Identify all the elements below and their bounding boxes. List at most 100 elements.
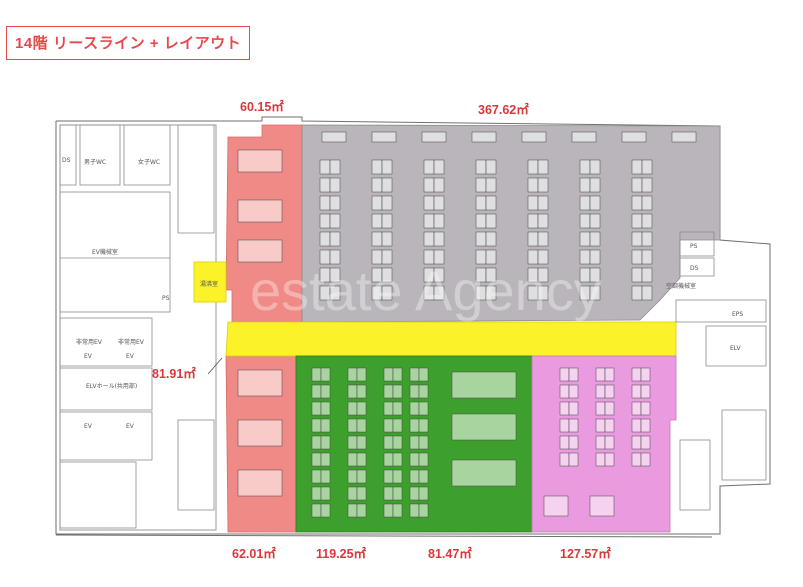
desk (671, 131, 697, 143)
desk (423, 195, 435, 211)
area-label-bottom-4: 127.57㎡ (560, 546, 611, 561)
desk (451, 459, 517, 487)
desk (347, 367, 358, 382)
desk (537, 231, 549, 247)
eps-label: EPS (732, 311, 743, 318)
desk (381, 159, 393, 175)
desk (604, 435, 615, 450)
desk (409, 418, 420, 433)
desk (329, 231, 341, 247)
desk (418, 486, 429, 501)
desk (371, 177, 383, 193)
desk (543, 495, 569, 517)
desk (320, 367, 331, 382)
desk (527, 213, 539, 229)
desk (521, 131, 547, 143)
desk (485, 231, 497, 247)
desk (559, 367, 570, 382)
desk (392, 401, 403, 416)
desk (475, 231, 487, 247)
desk (356, 503, 367, 518)
desk (423, 213, 435, 229)
desk (392, 452, 403, 467)
desk (418, 469, 429, 484)
desk (595, 384, 606, 399)
desk (589, 195, 601, 211)
desk (475, 177, 487, 193)
desk (319, 177, 331, 193)
desk (631, 159, 643, 175)
desk (641, 231, 653, 247)
desk (485, 249, 497, 265)
desk (621, 131, 647, 143)
desk (381, 267, 393, 283)
desk (237, 199, 283, 223)
floor-title: 14階 リースライン + レイアウト (6, 26, 251, 60)
desk (589, 159, 601, 175)
watermark: estate Agency (250, 259, 602, 322)
desk (631, 231, 643, 247)
desk (595, 367, 606, 382)
desk (329, 285, 341, 301)
desk (640, 435, 651, 450)
desk (418, 503, 429, 518)
desk (392, 384, 403, 399)
desk (321, 131, 347, 143)
desk (347, 486, 358, 501)
desk (641, 159, 653, 175)
desk (423, 177, 435, 193)
desk (237, 419, 283, 447)
desk (631, 285, 643, 301)
machine-room-label: 空調機械室 (666, 282, 696, 290)
desk (356, 401, 367, 416)
ev-label-4: EV (126, 423, 135, 430)
desk (329, 249, 341, 265)
desk (595, 401, 606, 416)
desk (311, 401, 322, 416)
desk (589, 213, 601, 229)
desk (640, 367, 651, 382)
desk (640, 401, 651, 416)
wc-female-label: 女子WC (138, 158, 160, 166)
desk (381, 177, 393, 193)
desk (418, 435, 429, 450)
desk (631, 452, 642, 467)
desk (347, 384, 358, 399)
desk (641, 267, 653, 283)
desk (356, 418, 367, 433)
desk (383, 367, 394, 382)
desk (433, 267, 445, 283)
desk (433, 213, 445, 229)
elv-hall-label: ELVホール(共用部) (86, 382, 137, 390)
desk (418, 452, 429, 467)
desk (568, 401, 579, 416)
desk (356, 435, 367, 450)
desk (392, 367, 403, 382)
desk (311, 469, 322, 484)
desk (371, 195, 383, 211)
desk (559, 401, 570, 416)
desk (237, 149, 283, 173)
desk (485, 213, 497, 229)
desk (475, 159, 487, 175)
desk (320, 486, 331, 501)
area-label-bottom-3: 81.47㎡ (428, 546, 472, 561)
desk (527, 177, 539, 193)
desk (409, 384, 420, 399)
desk (356, 469, 367, 484)
desk (433, 249, 445, 265)
desk (409, 503, 420, 518)
desk (311, 452, 322, 467)
tea-room-label: 湯沸室 (200, 280, 218, 288)
desk (631, 401, 642, 416)
ps-right-label: PS (690, 243, 698, 250)
desk (311, 435, 322, 450)
desk (579, 177, 591, 193)
desk (589, 495, 615, 517)
desk (537, 213, 549, 229)
gray-zone (301, 124, 721, 323)
desk (433, 177, 445, 193)
desk (640, 418, 651, 433)
elv-label: ELV (730, 345, 741, 352)
